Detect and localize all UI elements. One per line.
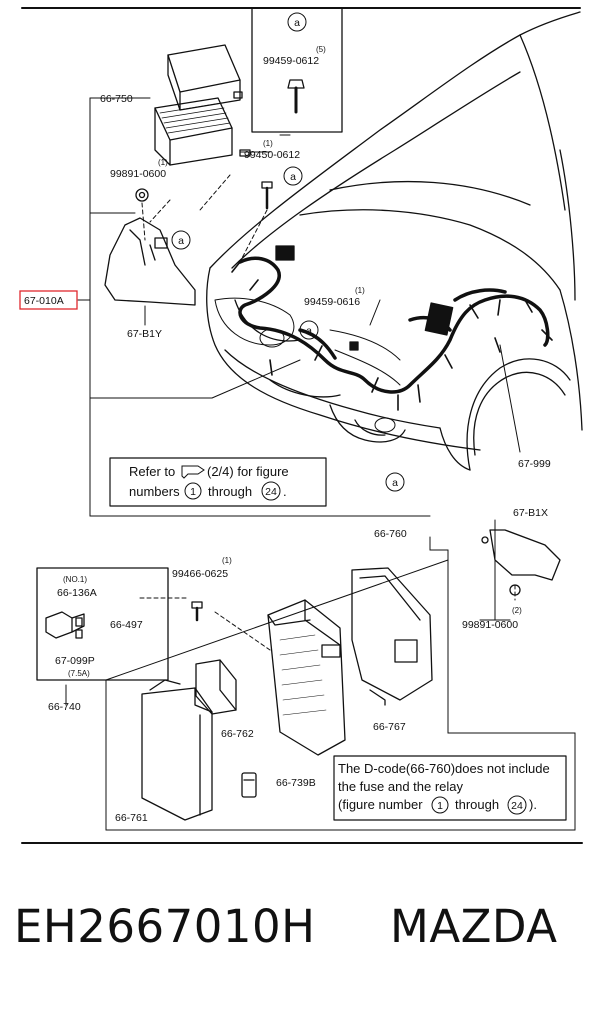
detail-box-a (251, 7, 343, 133)
dcode-note-line1: The D-code(66-760)does not include (338, 761, 550, 776)
qty-99459-0616: (1) (355, 286, 365, 295)
label-67-b1x: 67-B1X (513, 507, 548, 519)
dcode-note-line3-mid: through (455, 797, 499, 812)
bolt-illustration-99450 (261, 181, 273, 210)
part-number: EH2667010H (14, 900, 316, 953)
refer-note-box (109, 457, 327, 507)
label-67-099p: 67-099P (55, 655, 95, 667)
refer-num-start: 1 (190, 486, 196, 498)
label-99459-0616: 99459-0616 (304, 296, 360, 308)
car-body-outline (206, 11, 583, 471)
dcode-num-start: 1 (437, 800, 443, 812)
refer-num-end: 24 (265, 486, 277, 498)
dcode-num-end-circle (507, 795, 527, 815)
refer-note-line2-post: . (283, 484, 287, 499)
qty-99450-0612: (1) (263, 139, 273, 148)
label-99450-0612: 99450-0612 (244, 149, 300, 161)
bolt-illustration-top (287, 79, 305, 114)
qty-99891-0600-top: (1) (158, 158, 168, 167)
refer-note-line1-post: (2/4) for figure (207, 464, 289, 479)
harness-connector-mid (349, 341, 359, 351)
label-66-739b: 66-739B (276, 777, 316, 789)
refer-num-end-circle (261, 481, 281, 501)
connector-illustration-66-739b (241, 772, 257, 798)
label-66-762: 66-762 (221, 728, 254, 740)
callout-a-top: a (294, 17, 300, 29)
label-67-999: 67-999 (518, 458, 551, 470)
harness-connector-left (275, 245, 295, 261)
callout-a-middle: a (306, 325, 312, 337)
brand-name: MAZDA (390, 900, 558, 953)
fuse-box-cover-illustration (154, 44, 251, 166)
dcode-note-line3-pre: (figure number (338, 797, 423, 812)
dashed-leaders (139, 174, 516, 651)
label-no1: (NO.1) (63, 575, 87, 584)
footer: EH2667010H MAZDA (0, 900, 600, 970)
junction-block-illustration (267, 599, 346, 756)
qty-99891-0600-bottom: (2) (512, 606, 522, 615)
callout-a-upper: a (290, 171, 296, 183)
refer-note-line2-pre: numbers (129, 484, 180, 499)
label-66-750: 66-750 (100, 93, 133, 105)
leader-lines (65, 97, 576, 831)
label-67-b1y: 67-B1Y (127, 328, 162, 340)
hand-pointer-icon (181, 465, 205, 479)
highlight-box (19, 290, 78, 310)
dcode-note-line2: the fuse and the relay (338, 779, 464, 794)
junction-box-cover-illustration (351, 567, 433, 706)
fuse-block-illustration-66-761 (141, 679, 213, 821)
qty-99466-0625: (1) (222, 556, 232, 565)
bolt-illustration-99466 (191, 601, 203, 622)
label-7-5a: (7.5A) (68, 669, 90, 678)
label-66-740: 66-740 (48, 701, 81, 713)
label-66-497: 66-497 (110, 619, 143, 631)
nut-illustration-99891 (135, 188, 149, 202)
dcode-num-start-circle (431, 796, 449, 814)
label-66-136a: 66-136A (57, 587, 97, 599)
wiring-harness (238, 256, 550, 394)
label-66-767: 66-767 (373, 721, 406, 733)
label-99891-0600-top: 99891-0600 (110, 168, 166, 180)
relay-illustration-66-762 (195, 659, 237, 715)
label-66-760: 66-760 (374, 528, 407, 540)
refer-note-line1-pre: Refer to (129, 464, 175, 479)
harness-relay-block (424, 302, 454, 336)
label-67-010a: 67-010A (24, 295, 64, 307)
refer-note-line2-mid: through (208, 484, 252, 499)
wiring-harness-branches (231, 261, 553, 411)
callout-a-left: a (178, 235, 184, 247)
label-66-761: 66-761 (115, 812, 148, 824)
dcode-num-end: 24 (511, 800, 523, 812)
callout-circles (171, 12, 405, 492)
label-99466-0625: 99466-0625 (172, 568, 228, 580)
refer-num-start-circle (184, 482, 202, 500)
bracket-illustration-67-b1x (481, 529, 561, 596)
label-99459-0612: 99459-0612 (263, 55, 319, 67)
callout-a-bottom: a (392, 477, 398, 489)
label-99891-0600-bottom: 99891-0600 (462, 619, 518, 631)
bracket-illustration-67-b1y (104, 217, 196, 306)
dcode-note-box (333, 755, 567, 821)
qty-99459-0612: (5) (316, 45, 326, 54)
fuse-illustration (45, 611, 85, 639)
dcode-note-line3-post: ). (529, 797, 537, 812)
fuse-detail-box (36, 567, 169, 681)
